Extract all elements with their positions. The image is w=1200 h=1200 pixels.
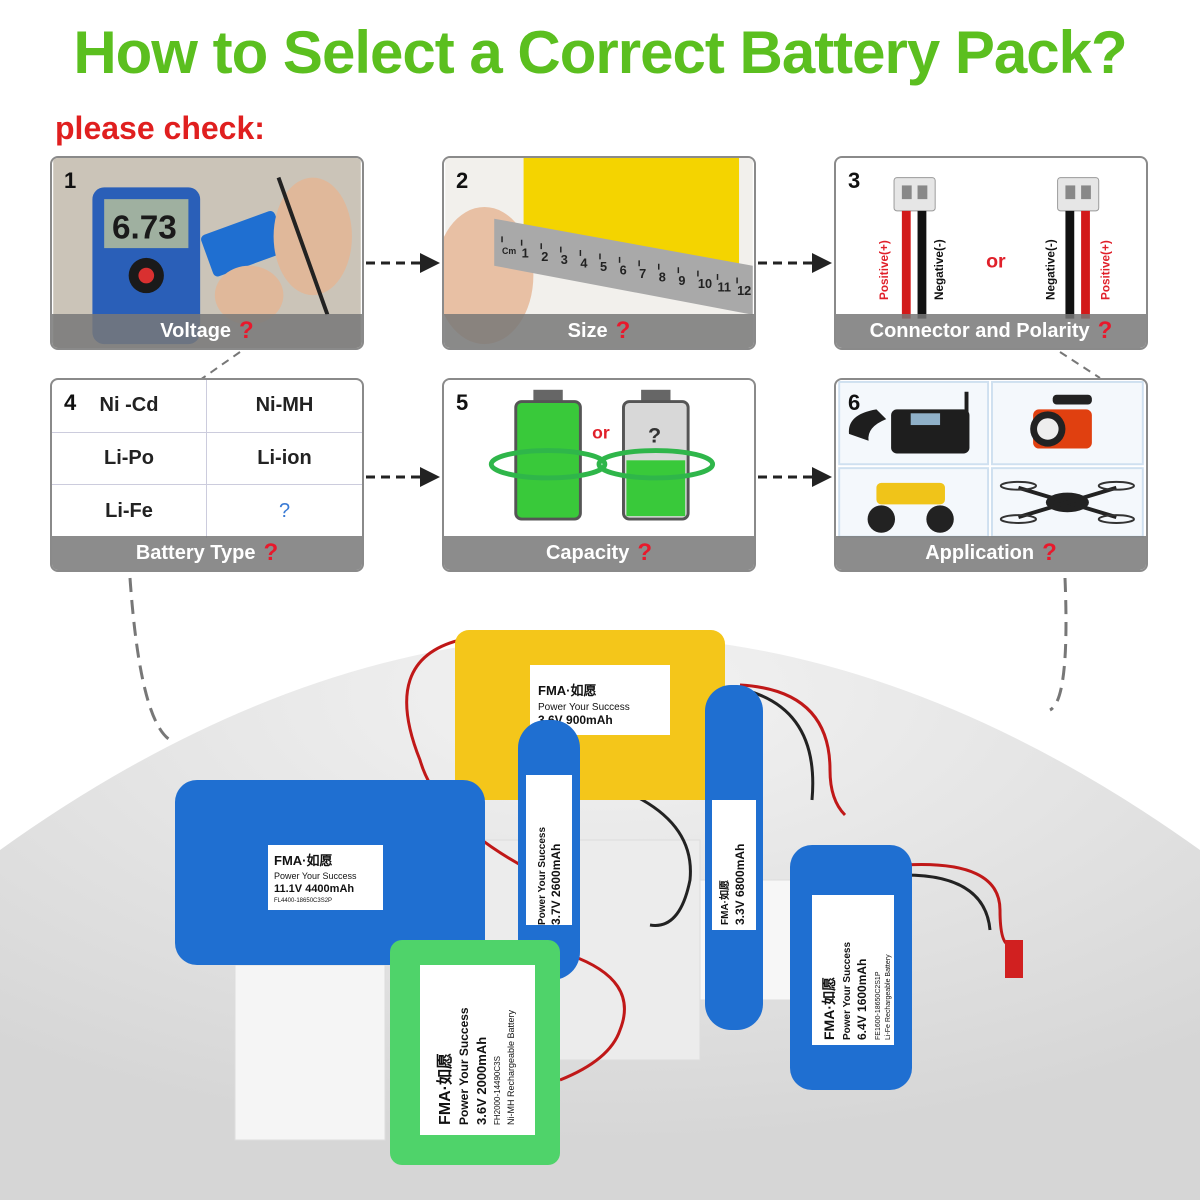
card-label-bar: Capacity ? [444, 536, 754, 570]
card-number: 6 [848, 390, 861, 415]
card-number: 3 [848, 168, 861, 193]
type-nicd: Ni -Cd [52, 380, 207, 433]
battery-chem: Ni-MH Rechargeable Battery [506, 1009, 516, 1125]
battery-spec: 3.6V 2000mAh [474, 1037, 489, 1125]
battery-brand: FMA·如愿 [538, 683, 597, 698]
partial-battery-icon: ? [596, 389, 716, 521]
battery-brand: FMA·如愿 [821, 977, 837, 1040]
card-label-bar: Application ? [836, 536, 1146, 570]
ruler-tick-label: 3 [561, 252, 568, 267]
battery-model: FL4400-18650C3S2P [274, 898, 332, 904]
atv-icon [867, 482, 954, 533]
card-number: 2 [456, 168, 469, 193]
type-unknown: ? [278, 500, 291, 523]
card-voltage: 6.73 1 Voltage ? [50, 156, 364, 350]
battery-type-table: Ni -Cd Ni-MH Li-Po Li-ion Li-Fe ? [52, 380, 362, 538]
battery-cell-3v3: FMA·如愿 3.3V 6800mAh [705, 685, 763, 1030]
battery-chem: Li-Fe Rechargeable Battery [885, 954, 892, 1040]
or-label: or [592, 423, 610, 443]
type-lipo: Li-Po [52, 432, 207, 486]
battery-slogan: Power Your Success [457, 1007, 471, 1125]
type-life: Li-Fe [52, 485, 207, 538]
ruler-tick-label: 8 [659, 269, 666, 284]
ruler-tick-label: 6 [620, 263, 627, 278]
ruler-tick-label: 9 [678, 273, 685, 288]
battery-model: FH2000-14490C3S [493, 1056, 502, 1125]
card-label: Application [925, 541, 1035, 564]
arrow-icon [366, 467, 440, 487]
battery-slogan: Power Your Success [274, 871, 357, 881]
battery-spec: 3.7V 2600mAh [549, 844, 563, 925]
battery-spec: 6.4V 1600mAh [855, 959, 869, 1040]
battery-slogan: Power Your Success [842, 942, 853, 1040]
positive-label: Positive(+) [878, 240, 891, 300]
card-label: Capacity [545, 541, 630, 564]
ruler-tick-label: 11 [718, 280, 731, 295]
card-label: Connector and Polarity [869, 319, 1090, 342]
ruler-tick-label: 10 [698, 276, 712, 291]
unknown-capacity: ? [648, 424, 661, 448]
question-mark-icon: ? [239, 317, 254, 344]
battery-brand: FMA·如愿 [435, 1053, 454, 1125]
page-title: How to Select a Correct Battery Pack? [73, 19, 1127, 86]
ruler-tick-label: 5 [600, 259, 607, 274]
question-mark-icon: ? [615, 317, 631, 344]
card-label-bar: Size ? [444, 314, 754, 348]
card-label: Voltage [160, 319, 232, 342]
card-number: 1 [64, 168, 77, 193]
or-label: or [986, 251, 1006, 273]
card-battery-type: Ni -Cd Ni-MH Li-Po Li-ion Li-Fe ? 4 Batt… [50, 378, 364, 572]
battery-slogan: Power Your Success [537, 827, 548, 925]
arrow-icon [758, 253, 832, 273]
ruler-tick-label: 12 [737, 283, 751, 298]
arrow-icon [366, 253, 440, 273]
question-mark-icon: ? [637, 539, 653, 566]
card-application: 6 Application ? [834, 378, 1148, 572]
battery-spec: 11.1V 4400mAh [274, 883, 354, 895]
card-label: Size [567, 319, 608, 342]
ruler-tick-label: 1 [522, 245, 529, 260]
multimeter-reading: 6.73 [112, 209, 177, 246]
full-battery-icon [488, 389, 608, 521]
battery-product-group: FMA·如愿 Power Your Success 3.6V 900mAh FM… [175, 630, 1023, 1165]
ruler-tick-label: 4 [580, 256, 587, 271]
battery-model: FE1600-18650C2S1P [875, 971, 882, 1040]
battery-brand: FMA·如愿 [718, 880, 731, 925]
drone-icon [999, 480, 1135, 524]
card-label-bar: Battery Type ? [52, 536, 362, 570]
telephone-icon [848, 391, 970, 454]
page-subtitle: please check: [55, 110, 265, 146]
question-mark-icon: ? [1042, 539, 1057, 566]
battery-blue-pack-6v4: FMA·如愿 Power Your Success 6.4V 1600mAh F… [790, 845, 912, 1090]
question-mark-icon: ? [263, 539, 279, 566]
card-number: 5 [456, 390, 469, 415]
question-mark-icon: ? [1097, 317, 1113, 344]
ruler-tick-label: 2 [541, 249, 548, 264]
battery-spec: 3.3V 6800mAh [733, 844, 747, 925]
flashlight-icon [1030, 394, 1092, 449]
negative-label: Negative(-) [933, 239, 946, 300]
battery-slogan: Power Your Success [538, 702, 630, 713]
type-liion: Li-ion [207, 433, 362, 486]
arrow-icon [758, 467, 832, 487]
card-label: Battery Type [135, 541, 256, 564]
negative-label: Negative(-) [1045, 239, 1058, 300]
type-nimh: Ni-MH [207, 380, 362, 433]
card-number: 4 [64, 390, 77, 415]
battery-cell-3v7: Power Your Success 3.7V 2600mAh [518, 720, 580, 980]
battery-blue-pack-large: FMA·如愿 Power Your Success 11.1V 4400mAh … [175, 780, 485, 965]
ruler-tick-label: 7 [639, 266, 646, 281]
card-connector: Positive(+) Negative(-) Negative(-) Posi… [834, 156, 1148, 350]
battery-brand: FMA·如愿 [274, 853, 333, 868]
card-label-bar: Voltage ? [52, 314, 362, 348]
battery-green-pack: FMA·如愿 Power Your Success 3.6V 2000mAh F… [390, 940, 560, 1165]
card-label-bar: Connector and Polarity ? [836, 314, 1146, 348]
card-capacity: or ? 5 Capacity ? [442, 378, 756, 572]
positive-label: Positive(+) [1100, 240, 1113, 300]
battery-yellow-pack: FMA·如愿 Power Your Success 3.6V 900mAh [455, 630, 725, 800]
ruler-tick-label: Cm [502, 246, 516, 256]
